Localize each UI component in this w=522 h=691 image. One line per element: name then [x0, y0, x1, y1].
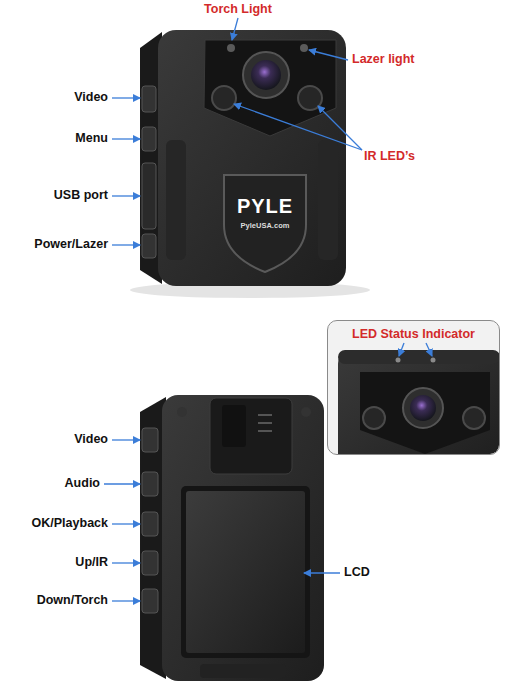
part-label: Up/IR: [75, 556, 108, 570]
part-label: OK/Playback: [32, 517, 108, 531]
part-label: Video: [74, 433, 108, 447]
inset-label: LED Status Indicator: [328, 327, 499, 341]
leader-lines: [104, 18, 432, 601]
logo-text: PYLE: [237, 195, 293, 217]
camera-rear-view: [140, 395, 324, 681]
part-label: Menu: [75, 132, 108, 146]
part-label: LCD: [344, 566, 370, 580]
camera-front-view: [130, 30, 370, 298]
part-label: Down/Torch: [37, 594, 108, 608]
part-label: Torch Light: [204, 3, 272, 17]
part-label: Power/Lazer: [34, 238, 108, 252]
inset-picture: [328, 321, 499, 454]
part-label: Lazer light: [352, 53, 415, 67]
part-label: Video: [74, 91, 108, 105]
logo-text: PyleUSA.com: [241, 222, 290, 230]
part-label: IR LED’s: [364, 150, 415, 164]
inset-box: LED Status Indicator: [327, 320, 500, 455]
part-label: USB port: [54, 189, 108, 203]
part-label: Audio: [65, 477, 100, 491]
